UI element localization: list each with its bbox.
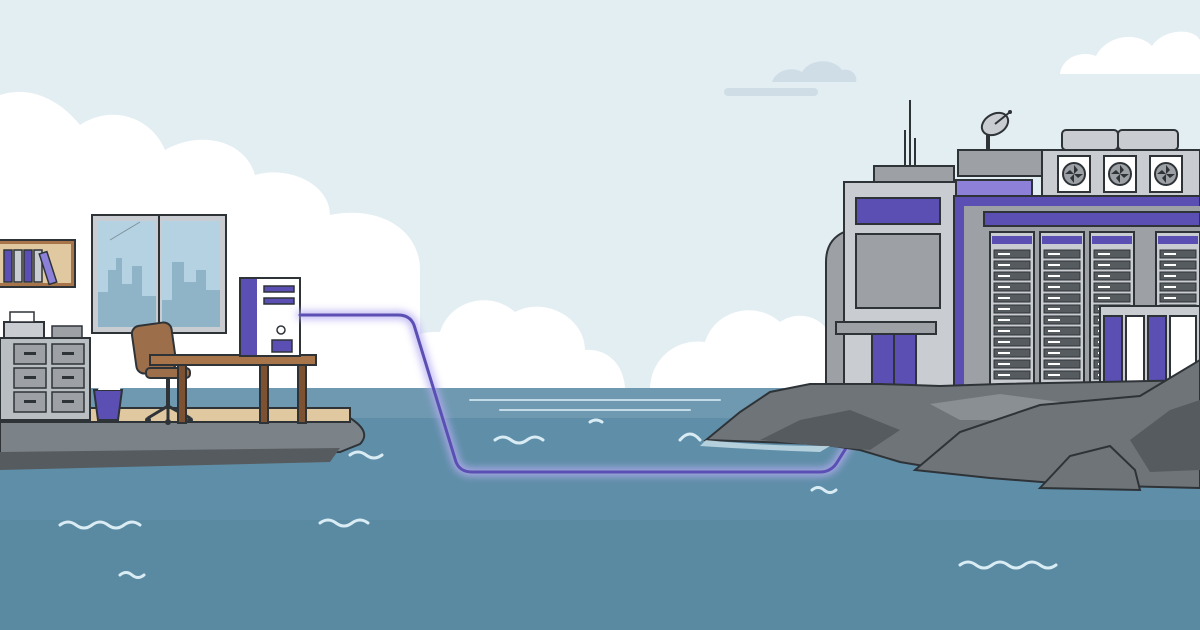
city-skyline-icon [98,258,220,327]
cloud-icon [724,61,857,96]
antenna-icon [904,100,916,168]
sea-deep-band [0,520,1200,630]
hvac-fan-icon [1103,155,1137,193]
binder-icon [3,249,58,286]
server-rack-icon [1039,231,1085,387]
filing-cabinet-icon [0,337,91,421]
sea-sparkle-lines [469,399,721,411]
cloud-icon [1060,31,1200,74]
printer-icon [3,311,83,339]
bookshelf-icon [0,239,76,288]
window-icon [91,214,227,334]
wave-icon [58,418,1058,579]
rocky-shore-icon [700,358,1200,492]
wastebasket-icon [92,382,124,421]
server-rack-icon [989,231,1035,387]
computer-tower-icon [239,277,301,357]
data-center-icon [825,100,1200,389]
hvac-fan-icon [1149,155,1183,193]
cloud-icon [650,310,832,390]
hvac-fan-icon [1057,155,1091,193]
network-cable-icon [296,311,888,476]
desk-icon [149,354,317,424]
cloud-icon [380,300,625,390]
